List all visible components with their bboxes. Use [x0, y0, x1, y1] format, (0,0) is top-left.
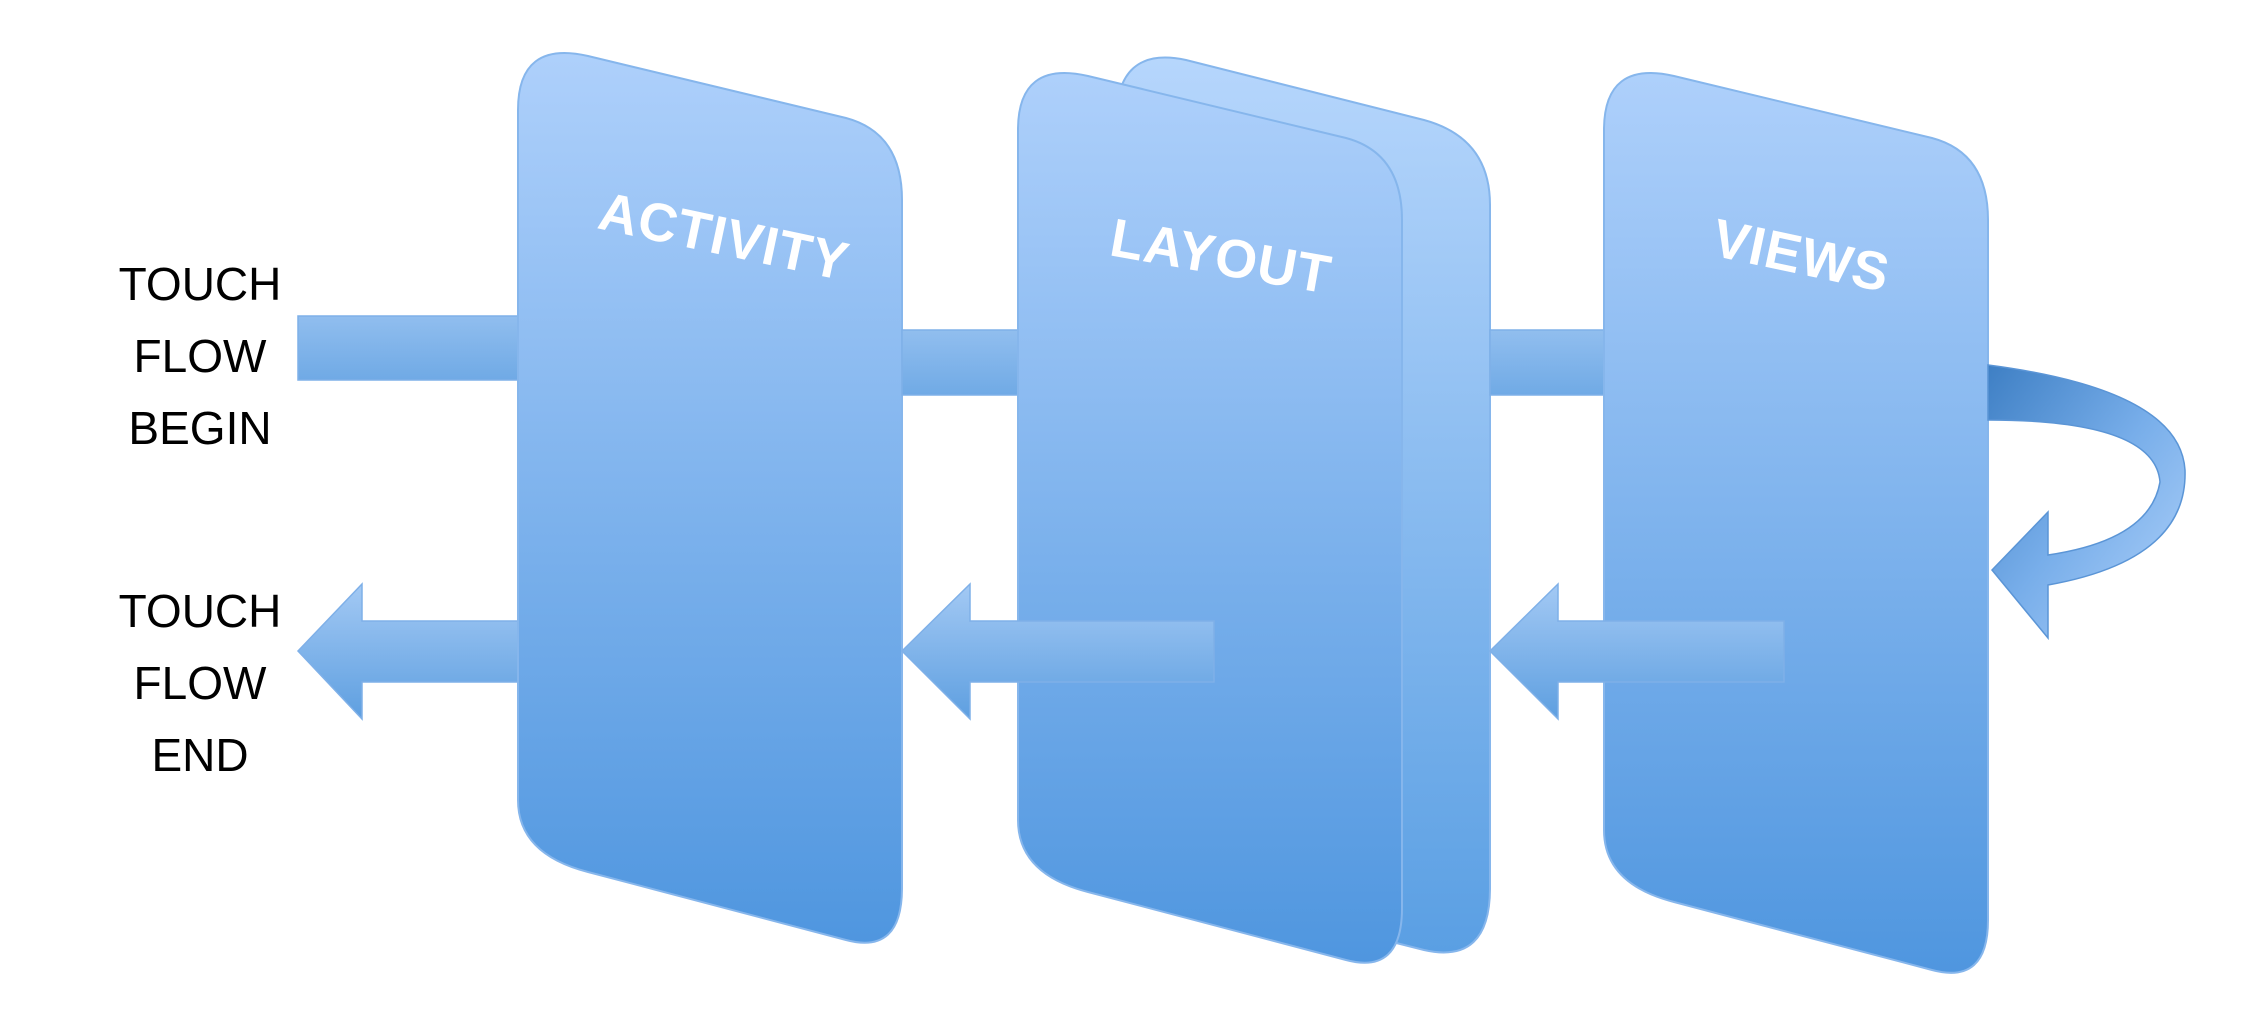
panel-views: [1603, 72, 1989, 974]
panel-activity: [517, 52, 903, 944]
begin-label-line-3: BEGIN: [128, 402, 272, 454]
loop-arrow: [1987, 364, 2186, 641]
arrow-views-to-layout: [1488, 582, 1785, 721]
end-label-line-2: FLOW: [133, 657, 267, 709]
touch-flow-end-label: TOUCH FLOW END: [90, 575, 310, 791]
panel-layout: [1017, 72, 1403, 964]
end-label-line-1: TOUCH: [118, 585, 282, 637]
arrow-layout-to-activity: [900, 582, 1215, 721]
end-label-line-3: END: [151, 729, 249, 781]
begin-label-line-1: TOUCH: [118, 258, 282, 310]
begin-label-line-2: FLOW: [133, 330, 267, 382]
touch-flow-begin-label: TOUCH FLOW BEGIN: [90, 248, 310, 464]
